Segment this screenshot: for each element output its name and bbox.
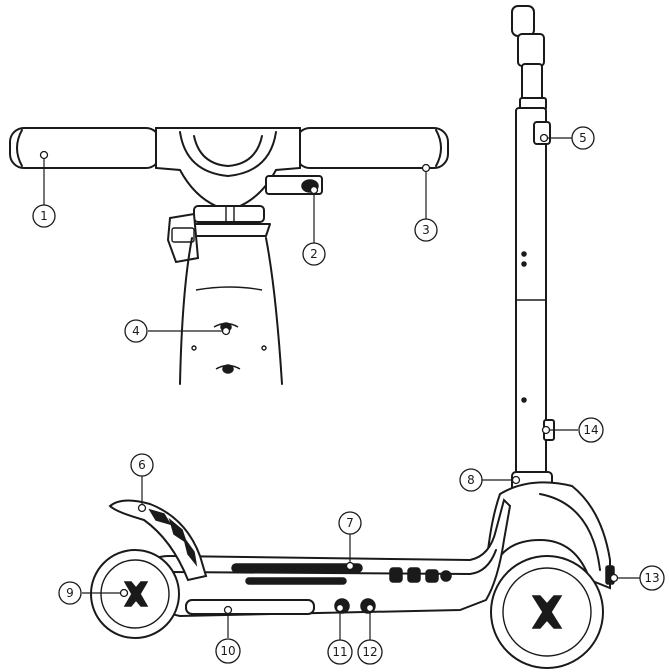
steering-tube [515, 107, 547, 479]
deck [149, 498, 512, 618]
svg-text:14: 14 [583, 423, 598, 437]
svg-text:10: 10 [220, 644, 235, 658]
svg-text:11: 11 [332, 645, 347, 659]
callout-6: 6 [130, 453, 154, 477]
svg-text:9: 9 [66, 586, 74, 600]
svg-text:8: 8 [467, 473, 475, 487]
callout-4: 4 [124, 319, 148, 343]
right-grip [295, 127, 449, 169]
callout-11: 11 [327, 639, 353, 665]
handlebar-stem [179, 237, 193, 385]
tbar-grip [511, 5, 535, 37]
callout-1: 1 [32, 204, 56, 228]
callout-13: 13 [639, 565, 665, 591]
svg-text:2: 2 [310, 247, 318, 261]
rear-brake [108, 499, 208, 582]
svg-text:12: 12 [362, 645, 377, 659]
left-grip [9, 127, 161, 169]
callout-14: 14 [578, 417, 604, 443]
svg-text:7: 7 [346, 516, 354, 530]
svg-text:3: 3 [422, 223, 430, 237]
callouts: 1 2 3 4 5 6 7 8 [32, 126, 665, 665]
callout-3: 3 [414, 218, 438, 242]
handlebar-detail [9, 127, 449, 385]
leader-lines [43, 137, 640, 640]
side-light-strip [185, 599, 315, 615]
svg-text:4: 4 [132, 324, 140, 338]
callout-5: 5 [571, 126, 595, 150]
callout-10: 10 [215, 638, 241, 664]
svg-text:1: 1 [40, 209, 48, 223]
callout-2: 2 [302, 242, 326, 266]
callout-7: 7 [338, 511, 362, 535]
callout-8: 8 [459, 468, 483, 492]
callout-9: 9 [58, 581, 82, 605]
svg-text:5: 5 [579, 131, 587, 145]
svg-text:13: 13 [644, 571, 659, 585]
callout-12: 12 [357, 639, 383, 665]
anchor-dots [39, 133, 619, 615]
svg-text:6: 6 [138, 458, 146, 472]
scooter-main [90, 5, 615, 669]
